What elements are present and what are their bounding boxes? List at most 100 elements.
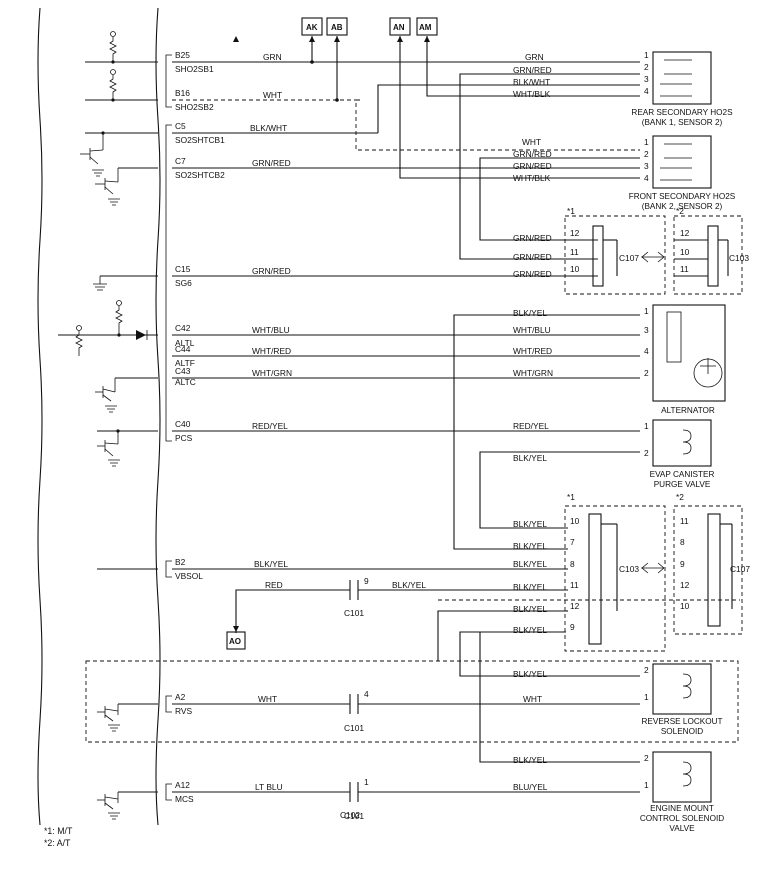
wire-color-label: GRN/RED [513, 149, 552, 159]
terminal-pin: A12 [175, 780, 190, 790]
component-pin: 1 [644, 137, 649, 147]
component-pin: 2 [644, 62, 649, 72]
terminal-name: ALTL [175, 338, 195, 348]
component-pin: 2 [644, 753, 649, 763]
junction-pin: 8 [680, 537, 685, 547]
component-title: REAR SECONDARY HO2S [631, 108, 733, 117]
terminal-pin: B16 [175, 88, 190, 98]
component-pin: 3 [644, 161, 649, 171]
junction-name: C102 [340, 810, 360, 820]
junction-pin: 8 [570, 559, 575, 569]
component-title: ALTERNATOR [661, 406, 715, 415]
connector-refs [226, 17, 438, 650]
wire-color-label: BLK/WHT [513, 77, 550, 87]
footnote: *2: A/T [44, 838, 71, 848]
junction-pin: 12 [570, 601, 580, 611]
wire-color-label: BLK/YEL [392, 580, 426, 590]
junction-name: C107 [730, 564, 750, 574]
wire-color-label: BLK/YEL [513, 559, 547, 569]
wire-color-label: WHT/BLK [513, 173, 551, 183]
wire-color-label: WHT/BLU [513, 325, 551, 335]
component-pin: 2 [644, 665, 649, 675]
component-pin: 2 [644, 448, 649, 458]
terminal-pin: A2 [175, 692, 186, 702]
junction-name: C107 [619, 253, 639, 263]
junction-name: C101 [344, 811, 364, 821]
wire-color-label: GRN/RED [513, 252, 552, 262]
terminal-pin: C44 [175, 344, 191, 354]
terminal-name: SO2SHTCB2 [175, 170, 225, 180]
wire-color-label: GRN [525, 52, 544, 62]
component-subtitle: CONTROL SOLENOID [640, 814, 724, 823]
component-pin: 1 [644, 780, 649, 790]
wire-color-label: WHT/GRN [252, 368, 292, 378]
component-title: REVERSE LOCKOUT [642, 717, 723, 726]
footnote: *1: M/T [44, 826, 73, 836]
wires [172, 36, 640, 793]
wire-color-label: WHT [522, 137, 541, 147]
terminal-pin: C40 [175, 419, 191, 429]
connector-ref: AK [306, 23, 318, 32]
terminal-name: PCS [175, 433, 193, 443]
connector-ref: AN [393, 23, 405, 32]
junction-pin: 10 [570, 516, 580, 526]
connector-ref: AM [419, 23, 432, 32]
component-pin: 3 [644, 325, 649, 335]
wire-color-label: GRN/RED [513, 269, 552, 279]
wire-color-label: WHT [523, 694, 542, 704]
junction-pin: 11 [680, 516, 689, 526]
terminal-name: SHO2SB1 [175, 64, 214, 74]
inline-connectors [349, 580, 359, 802]
junction-pin: 11 [570, 247, 579, 257]
wire-color-label: BLK/YEL [513, 582, 547, 592]
junction-name: C103 [619, 564, 639, 574]
wire-color-label: BLK/YEL [513, 453, 547, 463]
wire-color-label: WHT/RED [513, 346, 552, 356]
terminal-pin: C15 [175, 264, 191, 274]
junction-note: *1 [567, 492, 575, 502]
junction-name: C103 [729, 253, 749, 263]
junction-pin: 7 [570, 537, 575, 547]
inline-pin: 1 [364, 777, 369, 787]
wire-color-label: WHT/GRN [513, 368, 553, 378]
junction-connectors [564, 215, 743, 652]
component-subtitle: PURGE VALVE [654, 480, 711, 489]
component-subtitle: VALVE [669, 824, 695, 833]
terminal-name: SG6 [175, 278, 192, 288]
ecm-connector-brackets [165, 54, 172, 801]
component-pin: 4 [644, 173, 649, 183]
junction-pin: 9 [680, 559, 685, 569]
wire-color-label: BLK/YEL [254, 559, 288, 569]
component-pin: 2 [644, 368, 649, 378]
wire-color-label: BLU/YEL [513, 782, 548, 792]
junction-name: C101 [344, 608, 364, 618]
components [652, 51, 726, 803]
junction-name: C101 [344, 723, 364, 733]
wire-color-label: LT BLU [255, 782, 283, 792]
wire-color-label: BLK/YEL [513, 625, 547, 635]
component-pin: 1 [644, 692, 649, 702]
inline-pin: 9 [364, 576, 369, 586]
component-subtitle: (BANK 2, SENSOR 2) [642, 202, 723, 211]
wire-color-label: WHT/BLU [252, 325, 290, 335]
junction-pin: 12 [680, 580, 690, 590]
junction-pin: 10 [570, 264, 580, 274]
wire-color-label: BLK/YEL [513, 541, 547, 551]
connector-ref: AO [229, 637, 241, 646]
terminal-pin: C43 [175, 366, 191, 376]
component-pin: 4 [644, 86, 649, 96]
junction-pin: 12 [570, 228, 580, 238]
terminal-name: VBSOL [175, 571, 203, 581]
terminal-name: MCS [175, 794, 194, 804]
wire-color-label: WHT [263, 90, 282, 100]
wire-color-label: GRN/RED [252, 266, 291, 276]
wire-color-label: RED/YEL [513, 421, 549, 431]
wire-color-label: BLK/YEL [513, 308, 547, 318]
component-pin: 3 [644, 74, 649, 84]
wire-color-label: WHT [258, 694, 277, 704]
junction-pin: 11 [680, 264, 689, 274]
connector-ref: AB [331, 23, 343, 32]
diagram-text: GRN WHT BLK/WHT GRN/RED GRN/RED WHT/BLU WHT/RE… [44, 23, 750, 848]
wire-color-label: GRN/RED [513, 161, 552, 171]
wire-color-label: GRN [263, 52, 282, 62]
